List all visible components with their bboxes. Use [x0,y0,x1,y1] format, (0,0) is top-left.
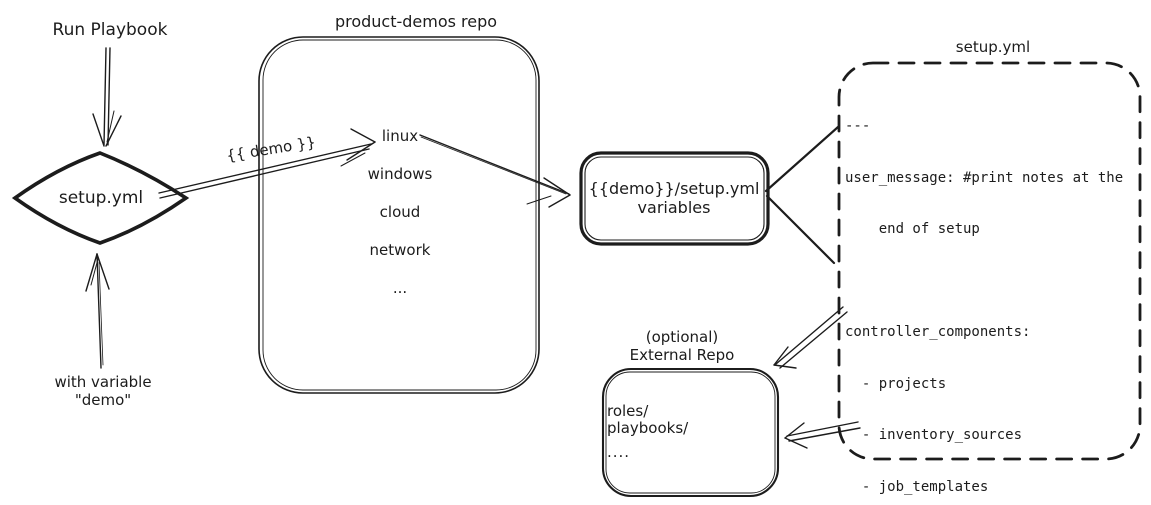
with-variable-line1: with variable [54,373,152,391]
arrow-line [775,306,844,365]
arrow-line [96,253,102,369]
decision-diamond-label: setup.yml [58,188,144,208]
yaml-line: end of setup [845,221,980,237]
arrowhead [773,364,797,369]
arrowhead [784,422,805,439]
variables-box-label: {{demo}}/setup.yml variables [589,179,760,217]
arrowhead [773,346,789,366]
connector-line-bottom [765,194,836,265]
repo-item-linux: linux [381,127,419,145]
run-playbook-label: Run Playbook [52,20,168,40]
arrow-line [159,148,370,199]
yaml-line: controller_components: [845,324,1031,340]
arrow-demo-to-linux [158,128,376,199]
arrow-line [779,311,848,369]
external-repo-title-line1: (optional) [645,328,719,346]
external-repo-content: roles/ playbooks/ .... [607,403,688,461]
arrowhead [543,177,571,196]
arrow-line [107,47,111,146]
arrow-line [158,143,372,194]
arrow-linux-to-variables [419,134,571,208]
yaml-line [845,272,1123,292]
repo-item-more: ... [392,279,408,297]
decision-diamond-shape [11,151,190,245]
external-repo-title-line2: External Repo [629,346,735,364]
setup-yml-dashed-box [837,61,1142,461]
arrowhead [106,110,115,143]
arrow-line [420,136,567,195]
repo-items-list: linux windows cloud network ... [368,127,433,297]
arrow-line [103,47,107,146]
arrowhead [350,128,376,143]
repo-box-outline-2 [262,39,537,391]
yaml-line: - projects [845,375,947,392]
external-repo-box [601,367,780,498]
connector-line-top [764,125,840,193]
repo-box-outline [258,36,540,394]
arrow-line [786,421,859,437]
arrowhead [340,152,366,167]
repo-item-cloud: cloud [379,203,421,221]
repo-item-network: network [369,241,431,259]
repo-title: product-demos repo [334,12,498,31]
arrow-line [419,134,570,195]
yaml-line: user_message: #print notes at the [845,169,1124,186]
external-repo-outline-2 [605,371,776,494]
arrow-line [788,427,861,442]
arrowhead [92,113,105,147]
product-demos-repo-box [258,36,540,394]
arrowhead [784,437,808,449]
arrow-setup-to-external-top [773,306,848,369]
diamond-outline [11,151,190,245]
arrowhead [96,253,110,290]
variables-box-line1: {{demo}}/setup.yml [588,179,760,198]
arrow-run-playbook [92,47,122,147]
with-variable-line2: "demo" [74,391,132,409]
arrowhead [548,194,571,208]
arrowhead [90,258,99,286]
external-repo-line-roles: roles/ [607,402,649,420]
arrow-setup-to-external-bottom [784,421,861,449]
arrow-line [98,261,104,366]
variables-box-outline-2 [584,156,765,241]
yaml-line: - inventory_sources [845,427,1023,443]
arrowhead [346,141,376,161]
yaml-line: --- [845,118,871,134]
external-repo-line-playbooks: playbooks/ [607,419,689,437]
external-repo-line-more: .... [607,443,631,461]
setup-yml-title: setup.yml [955,38,1031,56]
repo-item-windows: windows [367,165,433,183]
connector-variables-to-setup [764,125,840,265]
setup-yml-outline [837,61,1142,461]
yaml-line: - job_templates [845,478,989,495]
with-variable-label: with variable "demo" [54,373,151,409]
arrowhead [526,195,552,205]
external-repo-title: (optional) External Repo [630,328,735,364]
variables-box-line2: variables [637,198,711,218]
arrowhead [85,253,98,292]
arrowhead [105,115,122,147]
external-repo-outline [601,367,780,498]
setup-yml-content: --- user_message: #print notes at the en… [845,85,1123,505]
arrow-with-variable [85,253,110,369]
